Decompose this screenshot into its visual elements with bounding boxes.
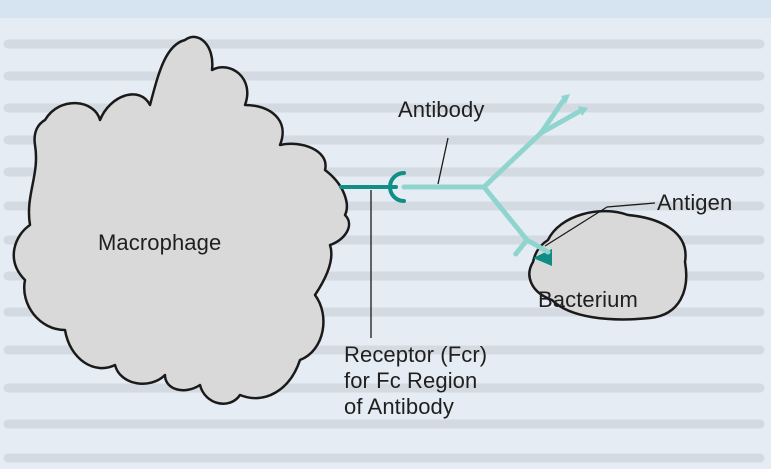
receptor-label: Receptor (Fcr) for Fc Region of Antibody: [344, 342, 487, 420]
receptor-label-line1: Receptor (Fcr): [344, 342, 487, 368]
antigen-label: Antigen: [657, 190, 732, 216]
receptor-label-line3: of Antibody: [344, 394, 487, 420]
macrophage-label: Macrophage: [98, 230, 221, 256]
bacterium-label: Bacterium: [538, 287, 638, 313]
antibody-label: Antibody: [398, 97, 484, 123]
fc-receptor: [341, 173, 404, 201]
receptor-label-line2: for Fc Region: [344, 368, 487, 394]
